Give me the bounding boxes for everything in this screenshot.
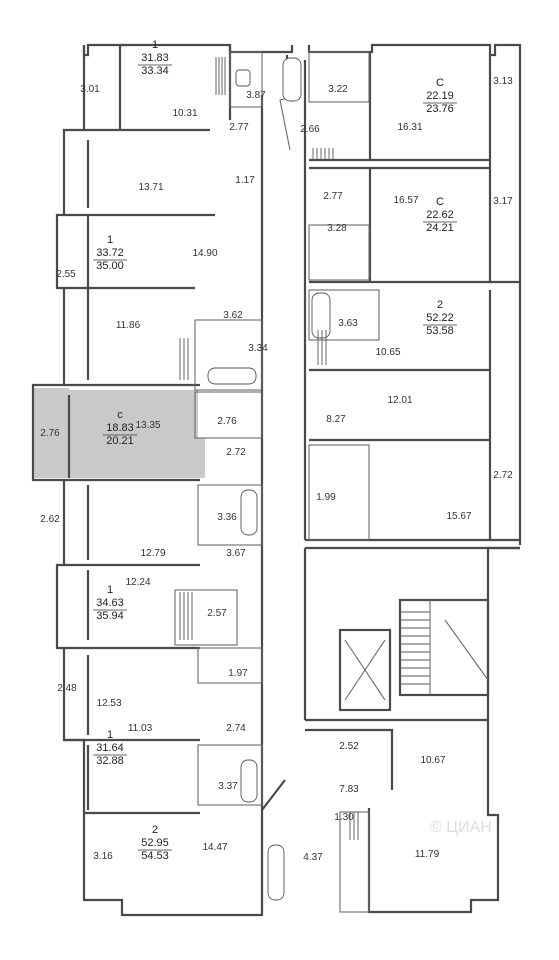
apartment-rooms: 1 — [107, 584, 113, 596]
apartment-living-area: 18.83 — [106, 422, 134, 434]
left-bathrooms — [174, 51, 302, 806]
room-area-label: 3.28 — [327, 223, 347, 234]
highlighted-apartment-area — [69, 390, 205, 478]
room-area-label: 3.13 — [493, 76, 513, 87]
room-area-label: 8.27 — [326, 414, 346, 425]
apartment-living-area: 52.95 — [141, 837, 169, 849]
room-area-label: 12.01 — [387, 395, 412, 406]
apartment-total-area: 32.88 — [96, 755, 124, 767]
room-area-label: 3.34 — [248, 343, 268, 354]
apartment-rooms: 1 — [107, 729, 113, 741]
room-area-label: 15.67 — [446, 511, 471, 522]
room-area-label: 11.03 — [128, 723, 153, 734]
room-area-label: 1.17 — [235, 175, 255, 186]
room-area-label: 12.79 — [140, 548, 165, 559]
apartment-living-area: 22.62 — [426, 209, 454, 221]
apartment-total-area: 20.21 — [106, 435, 134, 447]
highlighted-balcony — [34, 388, 69, 478]
apartment-living-area: 31.64 — [96, 742, 124, 754]
room-area-label: 3.36 — [217, 512, 237, 523]
apartment-total-area: 35.00 — [96, 260, 124, 272]
apartment-rooms: 2 — [152, 824, 158, 836]
room-area-label: 2.77 — [323, 191, 343, 202]
room-area-label: 7.83 — [339, 784, 359, 795]
apartment-rooms: 2 — [437, 299, 443, 311]
apartment-rooms: 1 — [107, 234, 113, 246]
room-area-label: 10.31 — [172, 108, 197, 119]
room-area-label: 2.74 — [226, 723, 246, 734]
hatched-strips — [179, 57, 359, 840]
bottom-right-apartment — [267, 718, 488, 913]
apartment-rooms: с — [117, 409, 123, 421]
room-area-label: 1.97 — [228, 668, 248, 679]
apartment-living-area: 22.19 — [426, 90, 454, 102]
apartment-total-area: 23.76 — [426, 103, 454, 115]
room-area-label: 2.66 — [300, 124, 320, 135]
room-area-label: 3.22 — [328, 84, 348, 95]
apartment-rooms: С — [436, 77, 444, 89]
left-partitions — [64, 45, 232, 815]
apartment-total-area: 54.53 — [141, 850, 169, 862]
apartment-living-area: 52.22 — [426, 312, 454, 324]
room-area-label: 2.76 — [40, 428, 60, 439]
room-area-label: 4.37 — [303, 852, 323, 863]
room-area-label: 12.53 — [96, 698, 121, 709]
room-area-label: 13.71 — [138, 182, 163, 193]
apartment-total-area: 33.34 — [141, 65, 169, 77]
apartment-rooms: 1 — [152, 39, 158, 51]
room-area-label: 2.76 — [217, 416, 237, 427]
room-area-label: 14.90 — [192, 248, 217, 259]
apartment-total-area: 53.58 — [426, 325, 454, 337]
room-area-label: 1.30 — [334, 812, 354, 823]
room-area-label: 3.01 — [80, 84, 100, 95]
room-area-label: 2.48 — [57, 683, 77, 694]
watermark: © ЦИАН — [430, 819, 492, 836]
room-area-label: 11.79 — [415, 849, 440, 860]
room-area-label: 13.35 — [135, 420, 160, 431]
room-area-labels: 3.01 10.31 3.87 2.77 3.22 2.66 16.31 3.13 13.71 1… — [40, 76, 513, 863]
apartment-total-area: 35.94 — [96, 610, 124, 622]
apartment-living-area: 31.83 — [141, 52, 169, 64]
apartment-labels: 131.8333.34С22.1923.76С22.6224.21133.723… — [93, 39, 457, 862]
room-area-label: 10.67 — [420, 755, 445, 766]
room-area-label: 16.57 — [393, 195, 418, 206]
room-area-label: 2.72 — [493, 470, 513, 481]
room-area-label: 12.24 — [125, 577, 150, 588]
room-area-label: 2.55 — [56, 269, 76, 280]
room-area-label: 3.17 — [493, 196, 513, 207]
right-partitions — [308, 51, 520, 541]
room-area-label: 1.99 — [316, 492, 336, 503]
apartment-living-area: 34.63 — [96, 597, 124, 609]
room-area-label: 2.72 — [226, 447, 246, 458]
room-area-label: 3.16 — [93, 851, 113, 862]
room-area-label: 3.87 — [246, 90, 266, 101]
room-area-label: 2.57 — [207, 608, 227, 619]
apartment-living-area: 33.72 — [96, 247, 124, 259]
room-area-label: 3.67 — [226, 548, 246, 559]
room-area-label: 11.86 — [116, 320, 141, 331]
room-area-label: 3.62 — [223, 310, 243, 321]
apartment-rooms: С — [436, 196, 444, 208]
room-area-label: 2.62 — [40, 514, 60, 525]
room-area-label: 3.63 — [338, 318, 358, 329]
apartment-total-area: 24.21 — [426, 222, 454, 234]
room-area-label: 2.52 — [339, 741, 359, 752]
room-area-label: 2.77 — [229, 122, 249, 133]
room-area-label: 14.47 — [202, 842, 227, 853]
room-area-label: 10.65 — [375, 347, 400, 358]
room-area-label: 16.31 — [397, 122, 422, 133]
room-area-label: 3.37 — [218, 781, 238, 792]
stair-elevator-core — [338, 598, 490, 712]
